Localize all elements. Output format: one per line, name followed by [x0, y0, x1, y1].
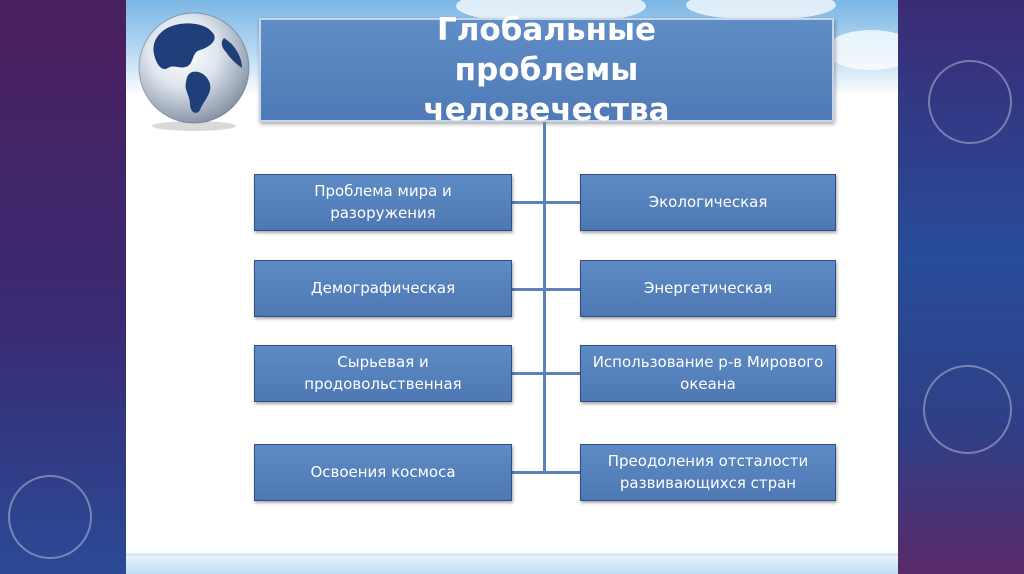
- connector-right-3: [544, 372, 580, 375]
- problem-box-overcoming-backwardness: Преодоления отсталости развивающихся стр…: [580, 444, 836, 501]
- problem-box-peace-disarmament: Проблема мира и разоружения: [254, 174, 512, 231]
- connector-right-1: [544, 201, 580, 204]
- problem-box-energy: Энергетическая: [580, 260, 836, 317]
- connector-left-2: [512, 288, 544, 291]
- connector-left-1: [512, 201, 544, 204]
- connector-right-4: [544, 471, 580, 474]
- trunk-connector: [543, 122, 546, 474]
- slide-bottom-bar: [126, 553, 898, 574]
- globe-icon: [134, 8, 254, 132]
- right-decorative-ring-bottom: [923, 365, 1012, 454]
- problem-box-space: Освоения космоса: [254, 444, 512, 501]
- right-decorative-ring-top: [928, 60, 1012, 144]
- cloud-shape: [826, 30, 898, 70]
- problem-box-ocean-resources: Использование р-в Мирового океана: [580, 345, 836, 402]
- diagram-title: Глобальные проблемы человечества: [367, 10, 727, 131]
- problem-box-ecological: Экологическая: [580, 174, 836, 231]
- problem-box-raw-food: Сырьевая и продовольственная: [254, 345, 512, 402]
- right-background-panel: [898, 0, 1024, 574]
- problem-box-demographic: Демографическая: [254, 260, 512, 317]
- connector-right-2: [544, 288, 580, 291]
- connector-left-3: [512, 372, 544, 375]
- connector-left-4: [512, 471, 544, 474]
- diagram-title-box: Глобальные проблемы человечества: [259, 18, 834, 122]
- left-background-panel: [0, 0, 126, 574]
- slide-canvas: Глобальные проблемы человечества Проблем…: [126, 0, 898, 574]
- left-decorative-ring: [8, 475, 92, 559]
